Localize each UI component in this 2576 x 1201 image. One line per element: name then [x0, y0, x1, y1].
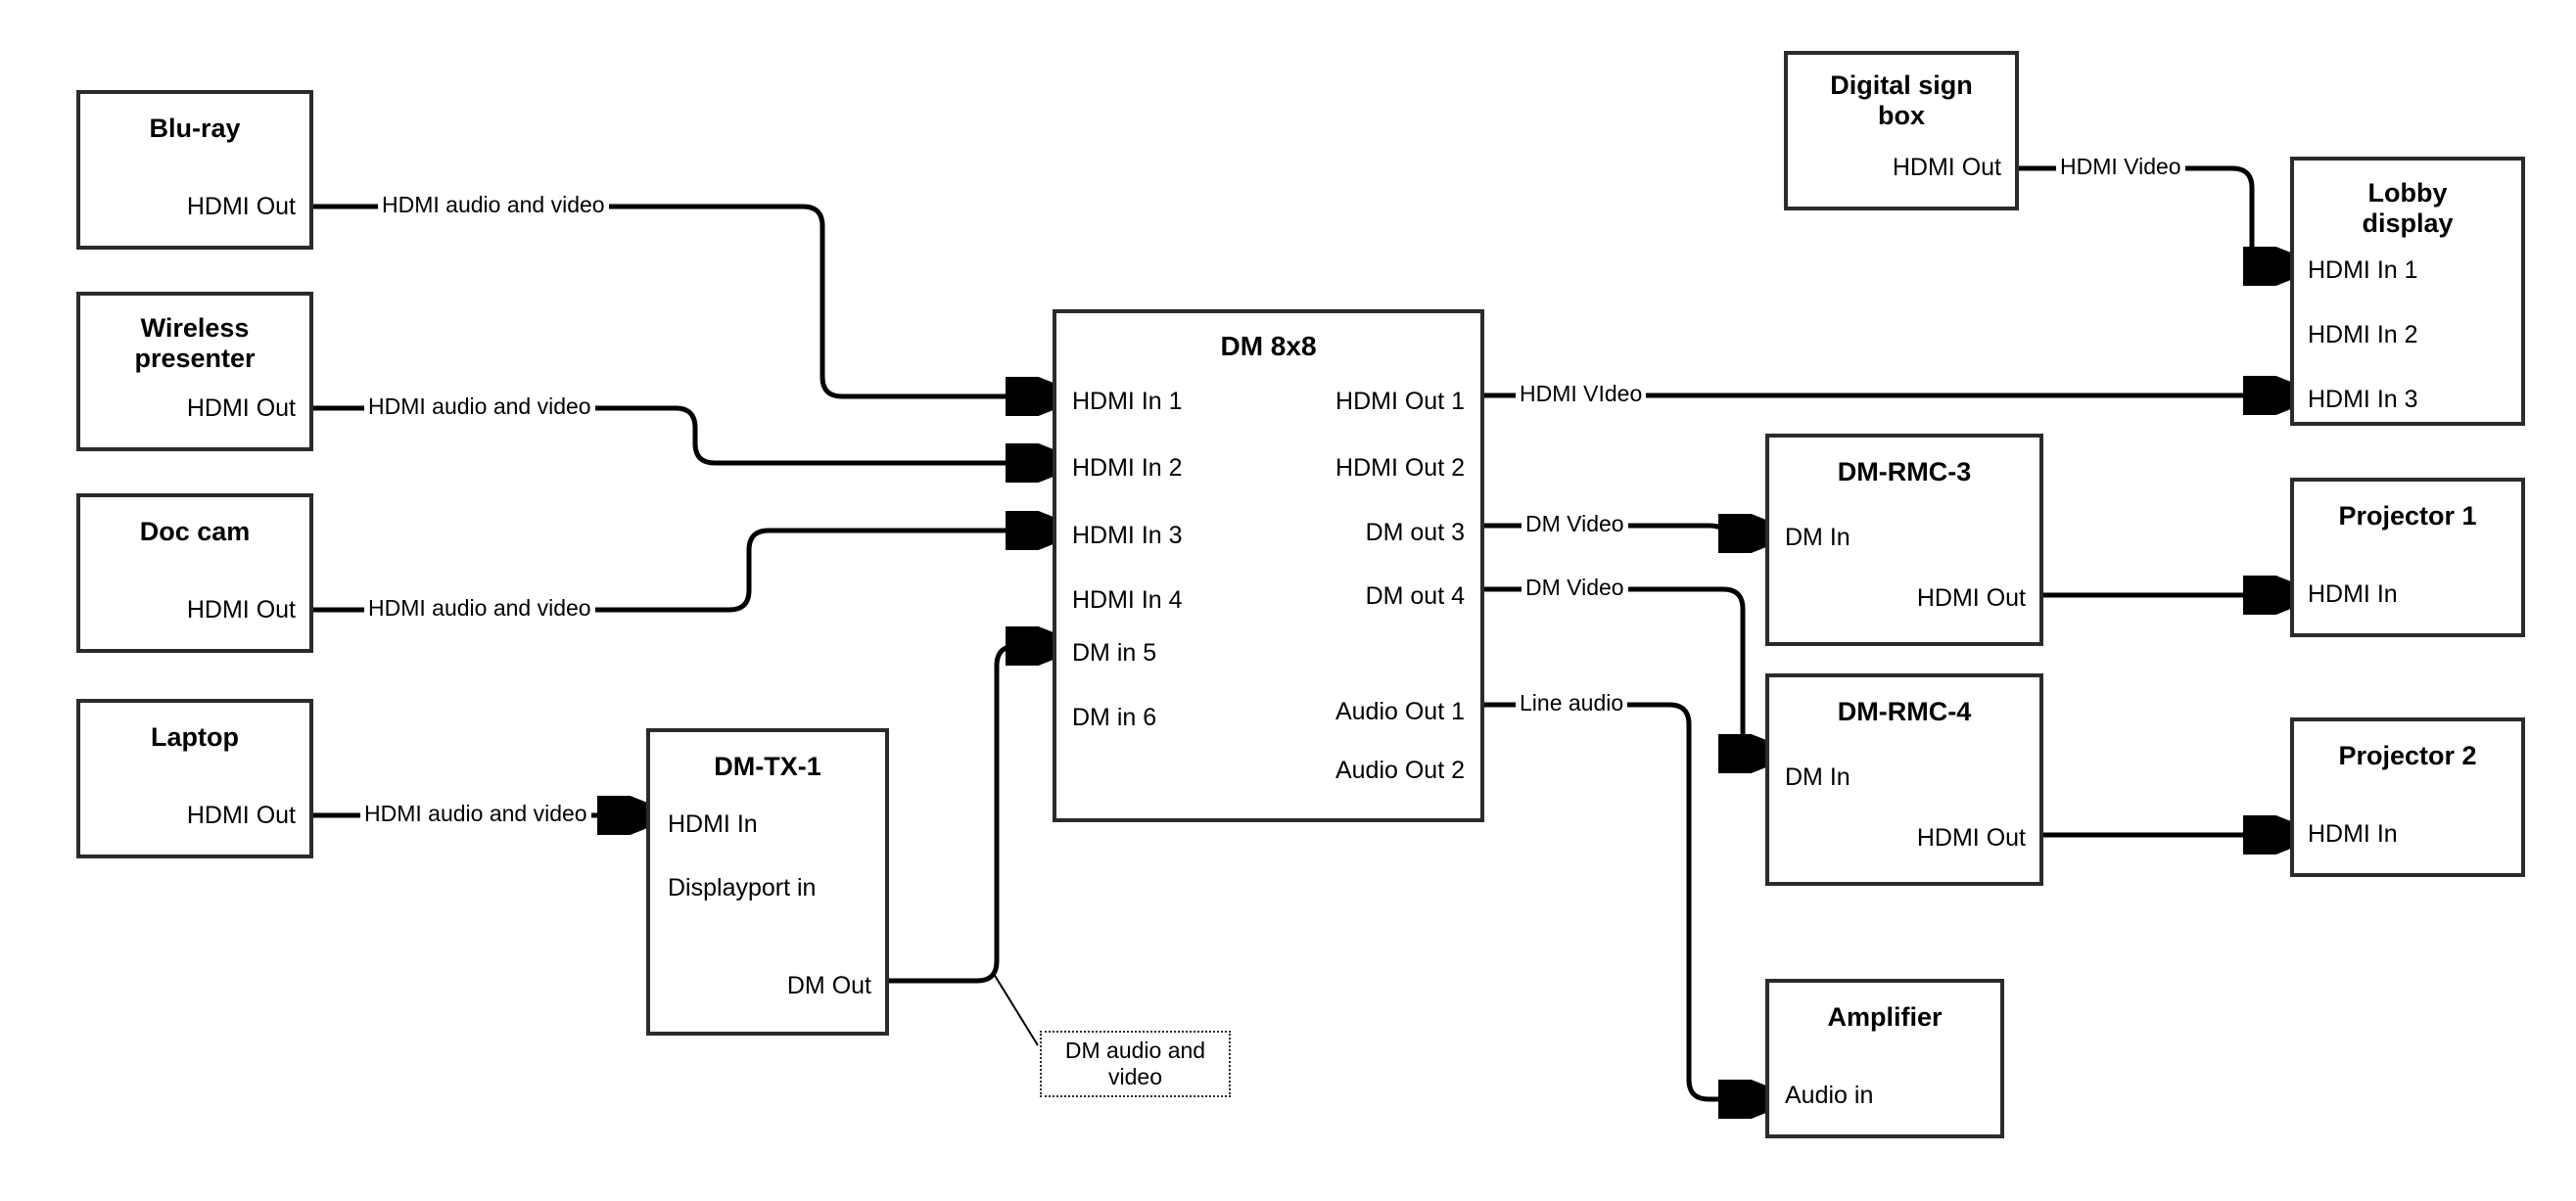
device-dm-8x8-input-4: HDMI In 4 — [1072, 586, 1183, 614]
device-doc-cam[interactable]: Doc cam HDMI Out — [76, 493, 313, 653]
device-digital-sign-box[interactable]: Digital sign box HDMI Out — [1784, 51, 2019, 210]
device-dm-tx-1-port-hdmi-in: HDMI In — [668, 810, 758, 838]
device-dm-8x8-input-6: DM in 6 — [1072, 704, 1157, 731]
device-wireless-presenter-title: Wireless presenter — [134, 313, 256, 374]
device-dm-rmc-3-title: DM-RMC-3 — [1837, 457, 1972, 486]
device-dm-8x8-output-3: DM out 3 — [1365, 519, 1465, 546]
wire-label-doccam-to-dm8x8: HDMI audio and video — [364, 597, 595, 620]
device-dm-tx-1-title: DM-TX-1 — [714, 752, 821, 781]
device-digital-sign-box-port-hdmi-out: HDMI Out — [1892, 154, 2001, 181]
device-projector-1[interactable]: Projector 1 HDMI In — [2290, 478, 2525, 637]
device-projector-1-port-hdmi-in: HDMI In — [2308, 580, 2398, 608]
device-dm-rmc-4-port-dm-in: DM In — [1785, 763, 1850, 791]
wire-label-dmout3-to-rmc3: DM Video — [1522, 513, 1628, 535]
device-bluray[interactable]: Blu-ray HDMI Out — [76, 90, 313, 250]
device-dm-8x8-input-3: HDMI In 3 — [1072, 522, 1183, 549]
device-projector-2-title: Projector 2 — [2338, 741, 2477, 770]
leader-line-dm-note — [993, 973, 1039, 1046]
device-dm-8x8-input-1: HDMI In 1 — [1072, 388, 1183, 415]
wire-label-hdmiout1-to-lobby: HDMI VIdeo — [1516, 383, 1647, 405]
device-digital-sign-box-title: Digital sign box — [1830, 70, 1973, 131]
device-dm-8x8-output-6: Audio Out 2 — [1335, 757, 1465, 784]
wire-bluray-to-dm8x8-in1 — [313, 204, 1050, 396]
wire-label-laptop-to-dmtx1: HDMI audio and video — [360, 803, 591, 825]
device-dm-rmc-3-port-hdmi-out: HDMI Out — [1916, 584, 2026, 612]
wire-label-audioout1-to-amplifier: Line audio — [1516, 692, 1628, 715]
device-dm-8x8-output-5: Audio Out 1 — [1335, 698, 1465, 725]
wire-sign-to-lobby-in1 — [2019, 165, 2287, 266]
device-dm-rmc-3-port-dm-in: DM In — [1785, 524, 1850, 551]
note-dm-audio-and-video-text: DM audio and video — [1064, 1037, 1206, 1089]
device-lobby-display-port-hdmi-in-1: HDMI In 1 — [2308, 256, 2418, 284]
wire-label-sign-to-lobby: HDMI Video — [2056, 156, 2185, 178]
device-laptop[interactable]: Laptop HDMI Out — [76, 699, 313, 858]
device-lobby-display-port-hdmi-in-2: HDMI In 2 — [2308, 321, 2418, 348]
device-bluray-port-hdmi-out: HDMI Out — [186, 193, 296, 220]
device-amplifier-port-audio-in: Audio in — [1785, 1082, 1874, 1109]
device-projector-2-port-hdmi-in: HDMI In — [2308, 820, 2398, 848]
device-wireless-presenter-port-hdmi-out: HDMI Out — [186, 394, 296, 422]
device-lobby-display[interactable]: Lobby display HDMI In 1 HDMI In 2 HDMI I… — [2290, 157, 2525, 426]
wire-dmout4-to-rmc4 — [1484, 586, 1762, 754]
device-dm-8x8[interactable]: DM 8x8 HDMI In 1 HDMI In 2 HDMI In 3 HDM… — [1053, 309, 1484, 822]
device-dm-8x8-output-1: HDMI Out 1 — [1335, 388, 1465, 415]
device-dm-tx-1-port-displayport-in: Displayport in — [668, 874, 817, 901]
wire-dmtx1-to-dm8x8-in5 — [889, 646, 1050, 984]
wire-label-dmout4-to-rmc4: DM Video — [1522, 577, 1628, 599]
device-dm-8x8-output-2: HDMI Out 2 — [1335, 454, 1465, 482]
device-bluray-title: Blu-ray — [149, 114, 241, 143]
device-dm-8x8-output-4: DM out 4 — [1365, 582, 1465, 610]
device-amplifier[interactable]: Amplifier Audio in — [1765, 979, 2004, 1138]
wire-dmout3-to-rmc3 — [1484, 520, 1762, 539]
device-projector-1-title: Projector 1 — [2338, 501, 2477, 531]
device-wireless-presenter[interactable]: Wireless presenter HDMI Out — [76, 292, 313, 451]
wire-label-bluray-to-dm8x8: HDMI audio and video — [378, 194, 609, 216]
device-dm-rmc-4-title: DM-RMC-4 — [1837, 697, 1972, 726]
device-dm-tx-1-port-dm-out: DM Out — [786, 972, 871, 999]
device-laptop-port-hdmi-out: HDMI Out — [186, 802, 296, 829]
device-doc-cam-port-hdmi-out: HDMI Out — [186, 596, 296, 624]
device-dm-8x8-title: DM 8x8 — [1220, 331, 1317, 361]
device-projector-2[interactable]: Projector 2 HDMI In — [2290, 717, 2525, 877]
device-dm-rmc-3[interactable]: DM-RMC-3 DM In HDMI Out — [1765, 434, 2043, 646]
note-dm-audio-and-video: DM audio and video — [1040, 1031, 1231, 1097]
device-amplifier-title: Amplifier — [1827, 1002, 1943, 1032]
device-lobby-display-title: Lobby display — [2362, 178, 2454, 239]
wire-label-wireless-to-dm8x8: HDMI audio and video — [364, 395, 595, 418]
device-laptop-title: Laptop — [151, 722, 239, 752]
wire-wireless-to-dm8x8-in2 — [313, 405, 1050, 463]
device-doc-cam-title: Doc cam — [139, 517, 251, 546]
device-dm-rmc-4-port-hdmi-out: HDMI Out — [1916, 824, 2026, 852]
device-dm-8x8-input-5: DM in 5 — [1072, 639, 1157, 667]
wire-audioout1-to-amplifier — [1484, 702, 1762, 1099]
wire-doccam-to-dm8x8-in3 — [313, 531, 1050, 613]
device-lobby-display-port-hdmi-in-3: HDMI In 3 — [2308, 386, 2418, 413]
device-dm-tx-1[interactable]: DM-TX-1 HDMI In Displayport in DM Out — [646, 728, 889, 1036]
device-dm-8x8-input-2: HDMI In 2 — [1072, 454, 1183, 482]
device-dm-rmc-4[interactable]: DM-RMC-4 DM In HDMI Out — [1765, 673, 2043, 886]
